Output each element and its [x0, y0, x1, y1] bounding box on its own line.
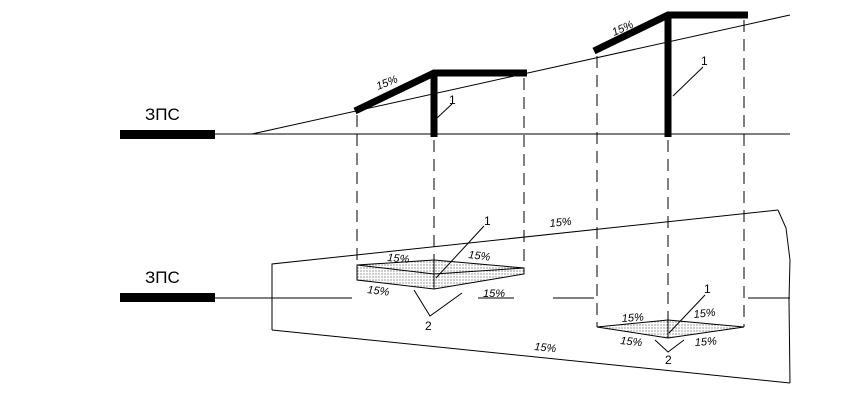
- pile-right-slope-lr: 15%: [694, 335, 717, 349]
- pile-left-slope-ll: 15%: [367, 284, 391, 299]
- marker-plan-right-2: 2: [665, 353, 672, 367]
- pile-left-slope-ur: 15%: [468, 249, 492, 264]
- surface-outline-lower: [271, 329, 791, 384]
- projection-lines: [356, 20, 745, 327]
- pile-left-slope-lr: 15%: [483, 288, 505, 300]
- plan-view: ЗПС 15% 15% 1 2 15% 15% 15% 15% 1 2 15% …: [120, 209, 791, 384]
- surface-outline-end: [777, 209, 791, 384]
- runway-end-bar-top: [120, 130, 215, 139]
- profile-view: ЗПС 15% 1 15% 1: [120, 11, 791, 139]
- left-obstacle-plan-area: [356, 259, 525, 290]
- leader-top-left: [436, 103, 453, 119]
- pile-right-slope-ul: 15%: [621, 311, 644, 325]
- marker-plan-right-1: 1: [704, 282, 711, 296]
- pile-left-slope-ul: 15%: [387, 252, 410, 266]
- slope-label-plan-lower: 15%: [534, 341, 557, 355]
- pile-right-slope-ur: 15%: [693, 307, 716, 321]
- right-obstacle-plan-area: [596, 319, 745, 339]
- leader-plan-right-1: [668, 294, 706, 334]
- leader-plan-right-2: [654, 339, 685, 353]
- zps-label-top: ЗПС: [145, 105, 180, 124]
- marker-top-right: 1: [701, 54, 708, 68]
- runway-end-bar-bottom: [120, 293, 215, 302]
- leader-top-right: [672, 66, 704, 97]
- leader-plan-left-1: [435, 225, 485, 279]
- marker-plan-left-1: 1: [484, 214, 491, 228]
- surface-outline-upper: [271, 209, 779, 330]
- marker-top-left: 1: [449, 93, 456, 107]
- pile-right-slope-ll: 15%: [620, 335, 643, 349]
- leader-plan-left-2: [413, 289, 463, 317]
- zps-label-bottom: ЗПС: [145, 268, 180, 287]
- marker-plan-left-2: 2: [425, 319, 432, 333]
- slope-label-plan-upper: 15%: [549, 216, 572, 230]
